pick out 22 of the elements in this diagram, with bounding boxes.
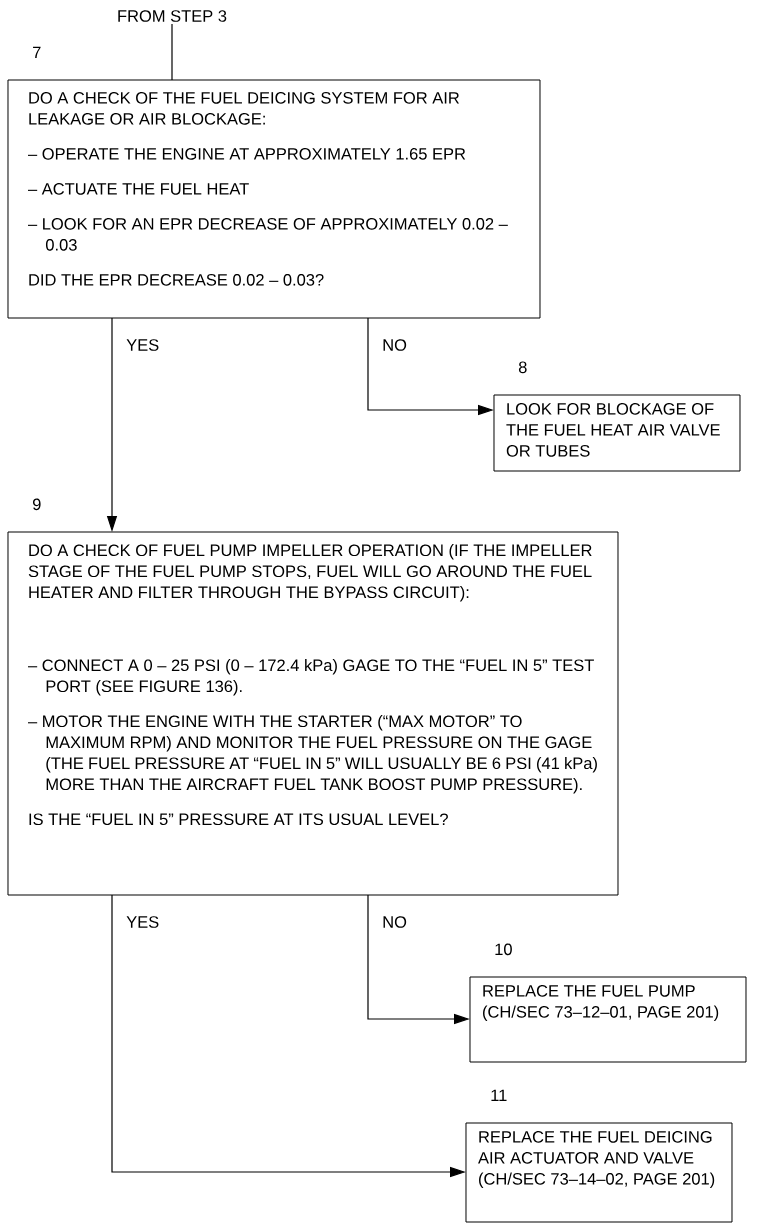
instruction-text: REPLACE THE FUEL PUMP (CH/SEC 73–12–01, PAGE 201) (483, 985, 719, 1021)
bullet-item: – CONNECT A 0 – 25 PSI (0 – 172.4 kPa) GAGE TO THE “FUEL IN 5” TEST PORT (SEE FIGURE 136). (28, 659, 594, 696)
edge-label: NO (381, 915, 408, 929)
step-number: 8 (518, 361, 527, 374)
instruction-text: REPLACE THE FUEL DEICING AIR ACTUATOR AND VALVE (CH/SEC 73–14–02, PAGE 201) (478, 1131, 715, 1188)
question-text: DID THE EPR DECREASE 0.02 – 0.03? (29, 274, 324, 286)
edge-label: YES (125, 915, 161, 929)
step-number: 9 (32, 498, 41, 511)
edge-label: YES (125, 338, 161, 352)
step-number: 7 (33, 46, 41, 58)
start-label: FROM STEP 3 (118, 10, 227, 22)
bullet-item: – OPERATE THE ENGINE AT APPROXIMATELY 1.65 EPR (28, 148, 466, 160)
instruction-text: DO A CHECK OF FUEL PUMP IMPELLER OPERATION (IF THE IMPELLER STAGE OF THE FUEL PUMP STOPS, FUEL WILL GO AROUND THE FUEL HEATER AND FILTER THROUGH THE BYPASS CIRCUIT): (28, 544, 592, 602)
step-number: 11 (491, 1089, 507, 1101)
bullet-item: – MOTOR THE ENGINE WITH THE STARTER (“MAX MOTOR” TO MAXIMUM RPM) AND MONITOR THE FUEL PRESSURE ON THE GAGE (THE FUEL PRESSURE AT “FUEL IN 5” WILL USUALLY BE 6 PSI (41 kPa) MORE THAN THE AIRCRAFT FUEL TANK BOOST PUMP PRESSURE). (28, 715, 597, 794)
edge-label: NO (381, 338, 408, 352)
bullet-item: – LOOK FOR AN EPR DECREASE OF APPROXIMATELY 0.02 – 0.03 (28, 218, 508, 251)
step-number: 10 (495, 943, 512, 956)
instruction-text: DO A CHECK OF THE FUEL DEICING SYSTEM FOR AIR LEAKAGE OR AIR BLOCKAGE: (29, 92, 459, 125)
instruction-text: LOOK FOR BLOCKAGE OF THE FUEL HEAT AIR VALVE OR TUBES (506, 403, 720, 457)
question-text: IS THE “FUEL IN 5” PRESSURE AT ITS USUAL LEVEL? (29, 813, 448, 826)
bullet-item: – ACTUATE THE FUEL HEAT (28, 183, 249, 195)
